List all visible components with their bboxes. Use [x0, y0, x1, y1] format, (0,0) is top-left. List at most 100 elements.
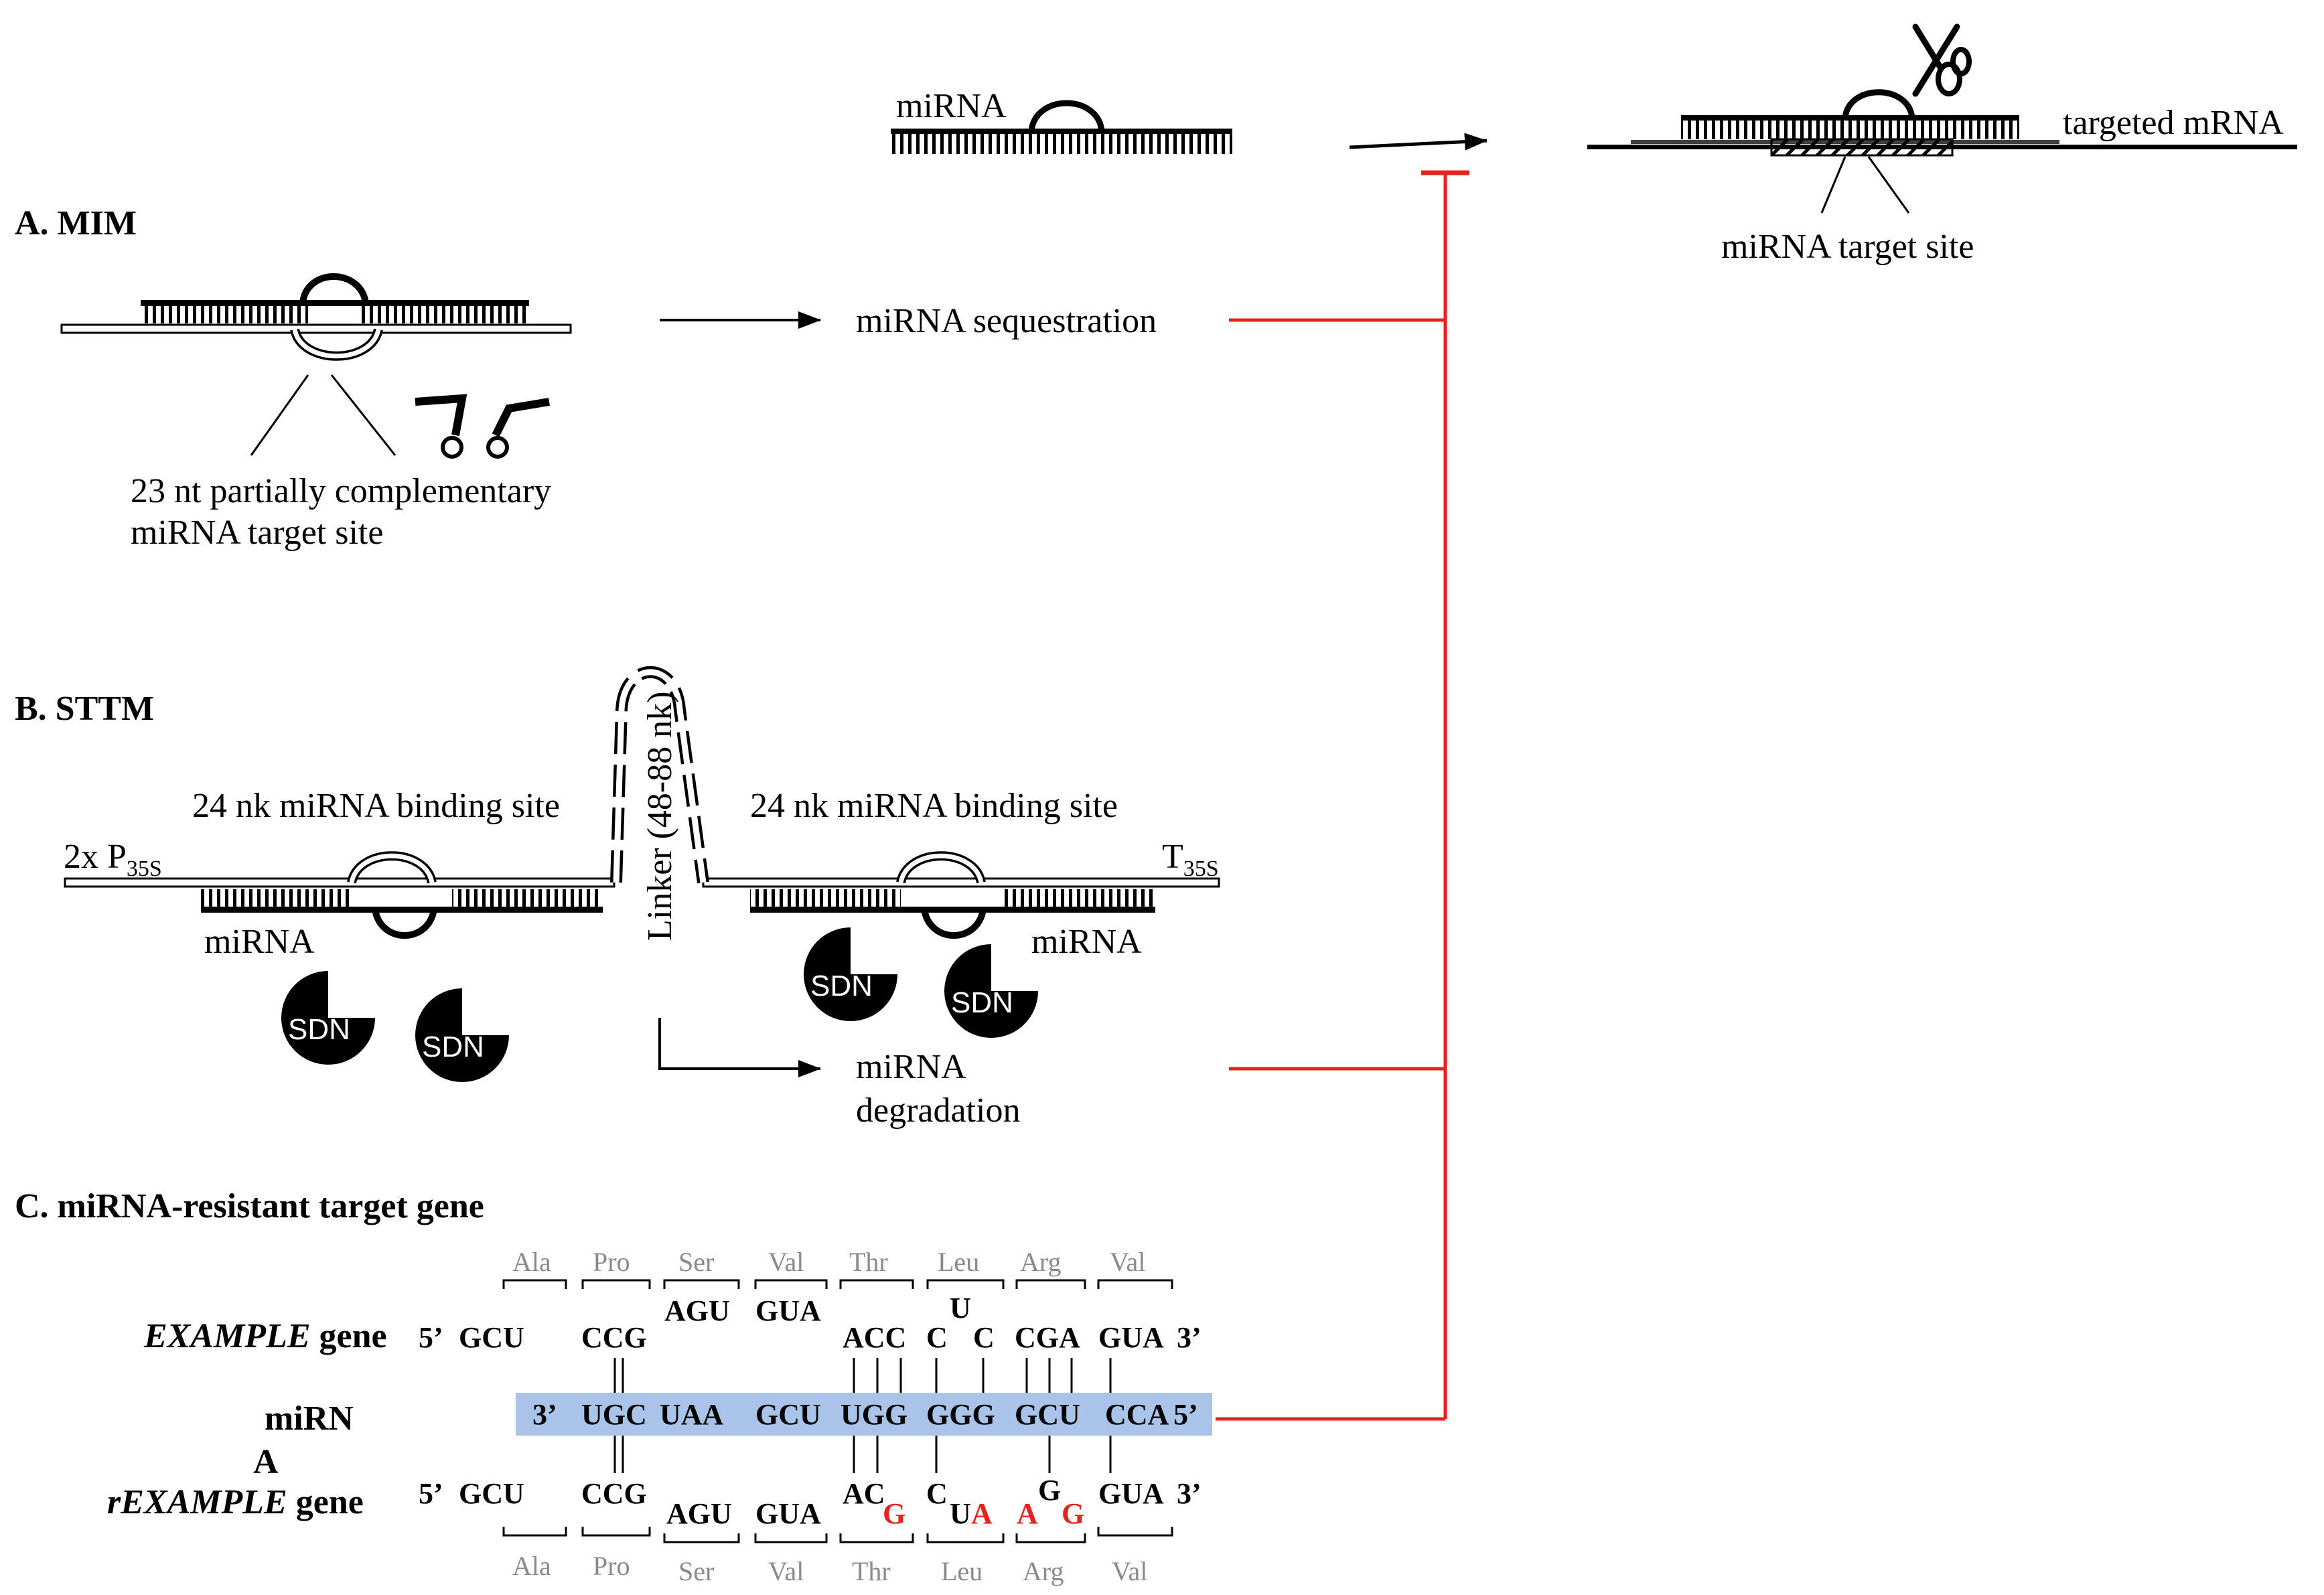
- svg-text:CCA: CCA: [1105, 1398, 1169, 1431]
- panel-b-binding-right: 24 nk miRNA binding site: [750, 787, 1118, 825]
- amino-acid-label: Arg: [1020, 1247, 1061, 1277]
- panel-b-heading: B. STTM: [15, 690, 154, 728]
- amino-acid-label: Leu: [938, 1247, 979, 1277]
- panel-c: C. miRNA-resistant target gene EXAMPLE g…: [15, 1187, 1212, 1586]
- base-pair-lines-bottom: [613, 1436, 1112, 1473]
- svg-text:GUA: GUA: [755, 1294, 821, 1327]
- example-gene-label: EXAMPLE gene: [143, 1317, 387, 1355]
- mirna-bulge: [1028, 100, 1105, 132]
- amino-acid-label: Ser: [678, 1247, 714, 1277]
- top-mirna: miRNA: [891, 87, 1232, 154]
- linker-label: Linker (48-88 nk): [641, 691, 679, 941]
- amino-acid-label: Thr: [849, 1247, 888, 1277]
- sdn-icon: SDN: [804, 927, 897, 1021]
- amino-acid-label: Val: [768, 1556, 804, 1586]
- top-mirna-label: miRNA: [896, 87, 1007, 125]
- sdn-icon: SDN: [281, 971, 375, 1065]
- svg-text:GUA: GUA: [755, 1497, 821, 1530]
- svg-text:SDN: SDN: [951, 986, 1013, 1019]
- svg-text:C: C: [926, 1477, 948, 1510]
- cleavage-arrow: [1349, 133, 1487, 151]
- amino-acid-label: Val: [1112, 1556, 1147, 1586]
- svg-text:5’: 5’: [1173, 1398, 1198, 1431]
- svg-text:AGU: AGU: [664, 1294, 730, 1327]
- svg-text:CCG: CCG: [581, 1321, 647, 1354]
- bottom-amino-acids: Ala Pro Ser Val Thr Leu Arg Val: [512, 1551, 1147, 1586]
- inhibition-connector: [1216, 170, 1469, 1421]
- svg-text:SDN: SDN: [422, 1031, 484, 1063]
- svg-text:5’: 5’: [419, 1477, 443, 1510]
- promoter-label: 2x P35S: [64, 838, 162, 881]
- panel-a-site-line2: miRNA target site: [131, 514, 383, 552]
- top-amino-acids: Ala Pro Ser Val Thr Leu Arg Val: [512, 1247, 1145, 1277]
- amino-acid-label: Leu: [941, 1556, 983, 1586]
- amino-acid-label: Val: [768, 1247, 804, 1277]
- panel-a-heading: A. MIM: [15, 204, 137, 242]
- panel-b-arrow: [658, 1018, 821, 1077]
- scissors-icon: [1912, 23, 1972, 97]
- amino-acid-label: Ser: [678, 1556, 714, 1586]
- svg-text:CCG: CCG: [581, 1477, 647, 1510]
- mirna-row-label-2: A: [253, 1443, 279, 1481]
- amino-acid-label: Pro: [593, 1551, 630, 1581]
- svg-text:GUA: GUA: [1098, 1477, 1164, 1510]
- amino-acid-label: Ala: [512, 1551, 551, 1581]
- svg-text:UGC: UGC: [581, 1398, 647, 1431]
- panel-a: A. MIM 23 nt partially complementary miR…: [15, 204, 1157, 552]
- panel-a-site-line1: 23 nt partially complementary: [131, 472, 551, 510]
- svg-text:GGG: GGG: [926, 1398, 995, 1431]
- amino-acid-label: Pro: [593, 1247, 630, 1277]
- panel-a-outcome: miRNA sequestration: [856, 302, 1157, 340]
- top-codon-brackets: [502, 1279, 1173, 1289]
- svg-text:U: U: [950, 1292, 971, 1324]
- svg-text:CGA: CGA: [1015, 1321, 1080, 1354]
- rexample-gene-label: rEXAMPLE gene: [107, 1483, 364, 1521]
- svg-text:3’: 3’: [532, 1398, 557, 1431]
- svg-text:AC: AC: [843, 1477, 885, 1510]
- panel-b-binding-left: 24 nk miRNA binding site: [192, 787, 560, 825]
- base-pair-lines-top: [613, 1358, 1112, 1393]
- panel-b: B. STTM 24 nk miRNA binding site 24 nk m…: [15, 666, 1220, 1130]
- svg-text:UAA: UAA: [660, 1398, 724, 1431]
- mutation-base: G: [883, 1497, 905, 1530]
- mirna-right-label: miRNA: [1031, 923, 1142, 961]
- svg-text:C: C: [973, 1321, 995, 1354]
- svg-text:ACC: ACC: [843, 1321, 906, 1354]
- mirna-sequence: 3’ UGC UAA GCU UGG GGG GCU CCA 5’: [532, 1398, 1198, 1431]
- amino-acid-label: Ala: [512, 1247, 551, 1277]
- svg-text:GCU: GCU: [1015, 1398, 1080, 1431]
- amino-acid-label: Val: [1110, 1247, 1145, 1277]
- mutation-base: A: [1017, 1497, 1038, 1530]
- svg-text:3’: 3’: [1177, 1477, 1202, 1510]
- svg-text:SDN: SDN: [810, 970, 873, 1002]
- svg-text:AGU: AGU: [666, 1497, 732, 1530]
- mutation-base: A: [971, 1497, 993, 1530]
- sdn-icon: SDN: [415, 988, 509, 1082]
- svg-text:GCU: GCU: [459, 1321, 524, 1354]
- svg-text:UGG: UGG: [841, 1398, 907, 1431]
- target-site-label: miRNA target site: [1721, 228, 1974, 266]
- terminator-label: T35S: [1162, 838, 1219, 881]
- mutation-base: G: [1062, 1497, 1084, 1530]
- sdn-icon: SDN: [944, 944, 1038, 1038]
- bottom-codon-brackets: [502, 1527, 1173, 1543]
- svg-text:U: U: [950, 1497, 971, 1530]
- svg-text:GUA: GUA: [1098, 1321, 1164, 1354]
- amino-acid-label: Arg: [1023, 1556, 1064, 1586]
- svg-text:G: G: [1038, 1474, 1061, 1507]
- svg-text:GCU: GCU: [459, 1477, 524, 1510]
- target-site-box: [1770, 138, 1954, 157]
- svg-text:C: C: [926, 1321, 948, 1354]
- svg-text:GCU: GCU: [755, 1398, 821, 1431]
- panel-b-outcome-line2: degradation: [856, 1091, 1020, 1130]
- mirna-left-label: miRNA: [204, 923, 315, 961]
- svg-text:5’: 5’: [419, 1321, 443, 1354]
- rexample-gene-sequence: 5’ GCU CCG AGU GUA AC G C U A A G G GUA …: [419, 1474, 1202, 1530]
- svg-text:3’: 3’: [1177, 1321, 1202, 1354]
- mirna-highlight: [516, 1393, 1212, 1436]
- amino-acid-label: Thr: [852, 1556, 891, 1586]
- targeted-mrna-label: targeted mRNA: [2063, 104, 2284, 142]
- targeted-mrna: targeted mRNA miRNA target site: [1587, 89, 2297, 266]
- panel-c-heading: C. miRNA-resistant target gene: [15, 1187, 484, 1225]
